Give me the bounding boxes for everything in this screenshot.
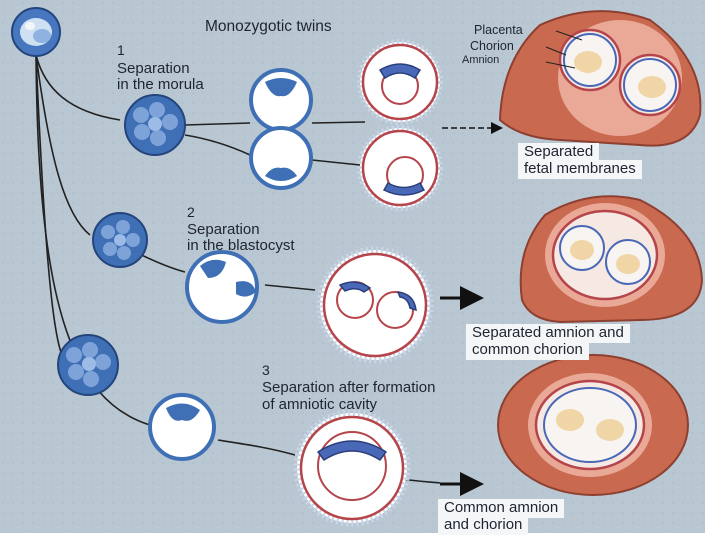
line-upper-path (184, 121, 366, 126)
line-to-morula-3 (35, 54, 63, 356)
stage-2-number: 2 (187, 204, 195, 220)
zygote (11, 7, 61, 57)
morula-3 (57, 334, 119, 396)
blastocyst-2 (185, 250, 259, 324)
line-to-blastocyst-3 (35, 54, 151, 426)
morula-1 (124, 94, 186, 156)
figure-title: Monozygotic twins (205, 18, 332, 35)
label-chorion: Chorion (470, 39, 514, 53)
uterus-separated-amnion (519, 195, 704, 324)
label-placenta: Placenta (474, 23, 523, 37)
line-lower-path (184, 134, 361, 166)
stage-2-line-2: in the blastocyst (187, 237, 295, 254)
chorion-vesicle-3 (293, 409, 411, 527)
stage-1-line-2: in the morula (117, 76, 204, 93)
stage-3-line-1: Separation after formation (262, 379, 436, 396)
arrows (440, 122, 503, 496)
chorion-vesicle-2 (316, 246, 434, 364)
stage-3-number: 3 (262, 362, 270, 378)
blastocyst-1b (249, 126, 313, 190)
blastocyst-1a (249, 68, 313, 132)
stage-1-number: 1 (117, 42, 125, 58)
chorion-vesicle-1a (357, 39, 443, 125)
result-1-line-2: fetal membranes (518, 160, 642, 179)
morula-2 (92, 212, 148, 268)
line-to-morula-2 (35, 54, 91, 236)
stage-1-line-1: Separation (117, 60, 190, 77)
line-blasto2-to-chorion (264, 284, 316, 291)
result-3-line-1: Common amnion (438, 499, 565, 518)
line-blasto3-to-chorion (217, 439, 296, 456)
result-2-line-1: Separated amnion and (466, 324, 630, 343)
stage-3-line-2: of amniotic cavity (262, 396, 378, 413)
result-3-line-2: and chorion (438, 516, 529, 535)
uterus-common-amnion (497, 354, 689, 496)
label-amnion: Amnion (462, 54, 500, 66)
stage-2-line-1: Separation (187, 221, 260, 238)
result-2-line-2: common chorion (466, 341, 589, 360)
line-to-morula-1 (35, 54, 121, 121)
blastocyst-3 (148, 393, 216, 461)
result-1-line-1: Separated (518, 143, 600, 162)
membrane-pointers (545, 30, 583, 69)
chorion-vesicle-1b (357, 125, 443, 211)
uterus-separated-membranes (498, 10, 702, 147)
